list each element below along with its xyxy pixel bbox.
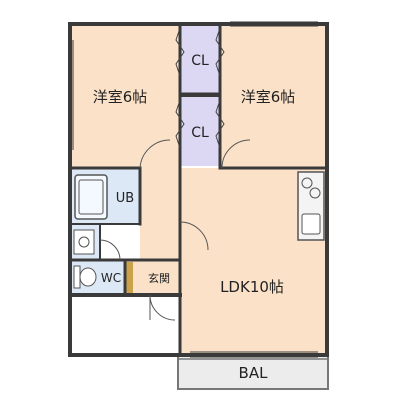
toilet-tank-icon	[73, 265, 81, 289]
entrance-area	[125, 260, 180, 295]
bathroom-label: UB	[116, 191, 134, 206]
ldk-label: LDK10帖	[220, 278, 284, 296]
toilet-icon	[79, 267, 97, 287]
western-room-right-label: 洋室6帖	[241, 88, 296, 106]
stove-burner-icon-2	[309, 187, 321, 199]
balcony-label: BAL	[239, 364, 269, 382]
doors	[99, 139, 251, 321]
toilet-label: WC	[101, 271, 121, 285]
closet-top-label: CL	[191, 53, 209, 69]
bathtub-icon	[74, 174, 108, 220]
balcony	[177, 354, 329, 390]
windows	[68, 21, 318, 358]
entrance-step	[126, 262, 133, 294]
kitchen-sink-icon	[301, 213, 321, 235]
washbasin-bowl-icon	[78, 236, 90, 248]
hallway	[140, 168, 180, 260]
western-room-right	[220, 24, 327, 168]
washbasin-icon	[73, 229, 95, 255]
bathtub-inner-icon	[78, 179, 104, 215]
closet-doors	[175, 27, 225, 149]
western-room-left	[70, 24, 180, 168]
walls	[68, 22, 329, 357]
stove-burner-icon	[301, 177, 313, 189]
closet-top	[180, 24, 220, 94]
closet-bottom	[180, 96, 220, 166]
closet-bottom-label: CL	[191, 125, 209, 141]
entrance-label: 玄関	[148, 271, 170, 285]
western-room-left-label: 洋室6帖	[93, 88, 148, 106]
